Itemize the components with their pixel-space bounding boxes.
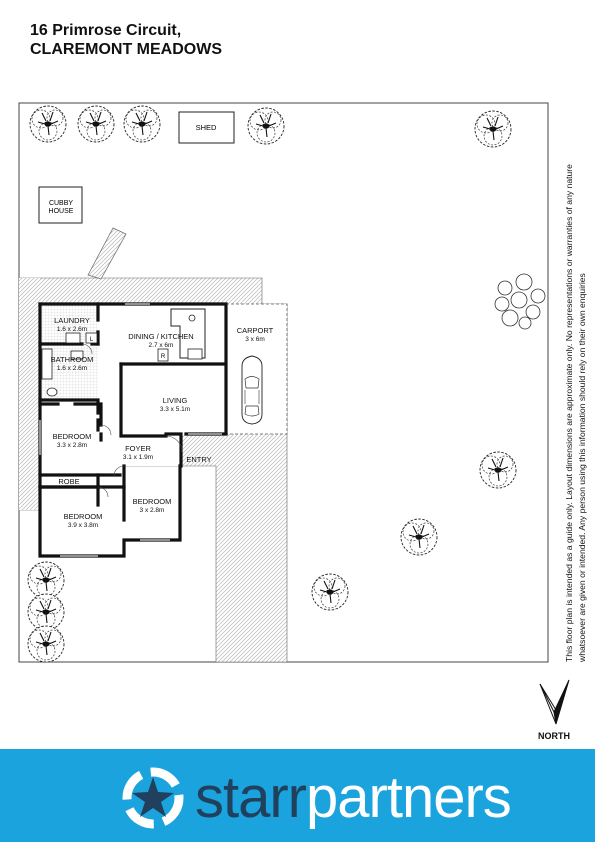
north-arrow-icon [539, 679, 570, 725]
cubby-house [38, 186, 83, 224]
laundry-tub [65, 332, 81, 344]
room-size-living: 3.3 x 5.1m [160, 406, 190, 413]
room-size-carport: 3 x 6m [245, 336, 265, 343]
kitchen-bench [170, 308, 206, 359]
tree-icon [479, 451, 517, 489]
door-swings [81, 343, 183, 498]
tree-icon [29, 105, 67, 143]
room-size-bedroom-2: 3 x 2.8m [140, 507, 165, 514]
tree-icon [311, 573, 349, 611]
room-size-bathroom: 1.6 x 2.6m [57, 365, 87, 372]
cubby-label-1: CUBBY [49, 200, 73, 207]
tree-icon [123, 105, 161, 143]
room-name-bedroom-1: BEDROOM [53, 432, 92, 441]
windows [39, 303, 222, 557]
tree-icon [27, 593, 65, 631]
washer-label: L [90, 337, 94, 343]
room-size-dining: 2.7 x 6m [149, 342, 174, 349]
car-icon [241, 355, 263, 425]
shed [178, 111, 235, 144]
room-labels: LAUNDRY 1.6 x 2.6m BATHROOM 1.6 x 2.6m D… [51, 316, 274, 529]
room-size-foyer: 3.1 x 1.9m [123, 454, 153, 461]
address-title: 16 Primrose Circuit, CLAREMONT MEADOWS [30, 21, 222, 59]
disclaimer-line-2: whatsoever are given or intended. Any pe… [577, 273, 587, 662]
north-label: NORTH [538, 731, 570, 741]
room-size-bedroom-3: 3.9 x 3.8m [68, 522, 98, 529]
brand-wordmark: starrpartners [195, 765, 512, 831]
toilet-icon [46, 387, 58, 397]
shed-label: SHED [196, 123, 217, 132]
room-size-laundry: 1.6 x 2.6m [57, 326, 87, 333]
room-name-dining: DINING / KITCHEN [128, 332, 193, 341]
address-line-2: CLAREMONT MEADOWS [30, 41, 222, 58]
floor-plan: SHED CUBBY HOUSE [18, 102, 570, 725]
brand-part-1: starr [195, 765, 307, 830]
basin-icon [70, 350, 84, 360]
room-name-bathroom: BATHROOM [51, 355, 94, 364]
entry-label: ENTRY [186, 455, 211, 464]
sink-icon [188, 314, 196, 322]
tree-icon [400, 518, 438, 556]
room-name-bedroom-2: BEDROOM [133, 497, 172, 506]
cubby-label-2: HOUSE [49, 208, 74, 215]
tree-icon [77, 105, 115, 143]
tree-icon [474, 110, 512, 148]
room-name-living: LIVING [163, 396, 188, 405]
room-name-bedroom-3: BEDROOM [64, 512, 103, 521]
shrub-cluster [494, 273, 546, 330]
room-size-bedroom-1: 3.3 x 2.8m [57, 442, 87, 449]
tree-icon [27, 625, 65, 663]
fridge-label: R [161, 354, 166, 360]
room-name-carport: CARPORT [237, 326, 274, 335]
washer-space [85, 332, 98, 344]
disclaimer: This floor plan is intended as a guide o… [563, 164, 589, 662]
room-name-laundry: LAUNDRY [54, 316, 90, 325]
robe-label: ROBE [58, 477, 79, 486]
brand-part-2: partners [306, 765, 512, 830]
bathtub [41, 348, 53, 380]
disclaimer-line-1: This floor plan is intended as a guide o… [564, 164, 574, 662]
tree-icon [247, 107, 285, 145]
brand-footer: starrpartners [0, 749, 595, 842]
room-name-foyer: FOYER [125, 444, 151, 453]
address-line-1: 16 Primrose Circuit, [30, 22, 182, 39]
cooktop-icon [187, 348, 203, 360]
garden-path [87, 227, 127, 280]
fridge-space [157, 348, 169, 362]
tree-icon [27, 561, 65, 599]
side-path [19, 278, 40, 510]
starr-logo-icon [122, 767, 184, 829]
